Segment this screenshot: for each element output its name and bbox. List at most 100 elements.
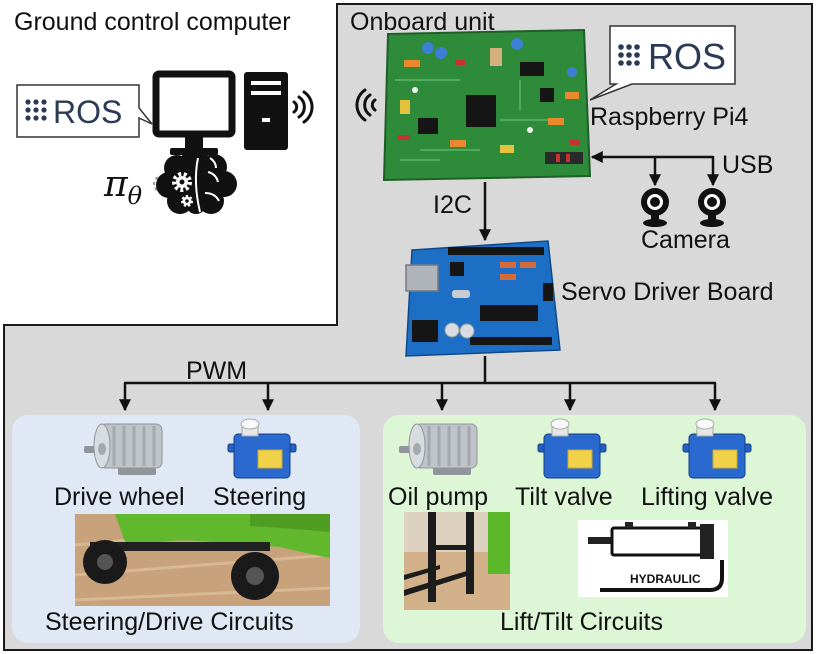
tower-drive-bay [251,81,281,85]
fork [404,565,440,580]
pcb-led [527,127,533,133]
pcb-resistor [398,135,410,140]
connection-lines [119,151,721,412]
lifting-valve-label: Lifting valve [641,483,774,511]
dc-motor-icon [399,423,478,475]
wireless-signal-icon [355,88,377,122]
icsp-header [543,283,553,301]
gear-small-hub [185,199,189,203]
tower-power-light [262,118,270,122]
policy-symbol-theta: θ [128,182,143,210]
pwm-label: PWM [186,357,248,385]
servo-driver-label: Servo Driver Board [561,278,774,306]
pcb-resistor [455,60,465,65]
webcam-neck [708,215,716,222]
pin-header-top [448,247,544,255]
driver-chip [450,262,464,276]
pcb-component [500,145,514,153]
servo-driver-board-icon [405,240,561,357]
pcb-electrolytic-cap [567,67,577,77]
pcb-component [490,48,502,66]
hydraulic-hose [600,560,724,592]
monitor-icon [152,70,236,155]
webcam-icon [641,188,669,227]
pcb-connector-pin [556,154,560,162]
webcam-base [643,219,667,227]
wheel-hub [97,554,113,570]
ros-logo-text: ROS [53,94,122,130]
motor-ribs [112,426,156,466]
servo-label [712,449,738,469]
driver-pcb [405,240,561,357]
power-jack [412,320,438,342]
pcb-chip [540,88,554,102]
pcb-component [400,100,410,114]
raspberry-pi-board-icon [382,28,592,182]
pcb-chip [520,62,544,76]
onboard-unit-title: Onboard unit [350,8,495,36]
policy-symbol-pi: π [103,164,129,205]
pcb-connector-pin [566,154,570,162]
driver-main-chip [480,305,538,321]
pcb-led [412,87,418,93]
wireless-signal-icon [292,90,314,124]
webcam-base [700,219,724,227]
webcam-lens [650,197,660,207]
camera-label: Camera [641,226,730,254]
mast-crossbar [428,545,474,550]
pcb-electrolytic-cap [511,38,523,50]
motor-hub [413,443,421,455]
i2c-label: I2C [433,191,472,219]
fork [404,570,470,596]
forklift-green-part [488,512,510,574]
pcb-capacitor [548,118,564,125]
usb-connector [405,264,439,292]
pin-header-bottom [470,337,552,345]
servo-motor-icon [682,418,752,479]
driver-crystal [452,290,470,298]
pcb-chip [418,118,438,134]
pcb-electrolytic-cap [422,42,434,54]
webcam-neck [651,215,659,222]
forklift-body-shade [250,514,330,532]
ros-logo-dots-icon [618,44,640,66]
servo-motor-icon [227,418,297,479]
usb-label: USB [722,151,774,179]
dc-motor-icon [84,423,163,475]
pcb-resistor [570,140,580,145]
mast-rail [428,512,436,602]
webcam-icon [698,188,726,227]
pcb-connector [545,152,583,164]
brain-divider [194,157,201,213]
forklift-mast-photo [404,512,510,610]
monitor-screen [152,70,236,138]
forklift-chassis [90,542,270,551]
hydraulic-cylinder-image: HYDRAULIC [578,520,728,597]
cylinder-port [625,522,633,528]
ros-speech-bubble [589,25,736,101]
cylinder-body [610,526,706,557]
raspberry-pi-label: Raspberry Pi4 [590,103,749,131]
driver-capacitor [459,323,475,339]
servo-horn [695,418,715,430]
forklift-drive-photo [75,514,330,606]
pcb-processor-chip [466,95,496,127]
cylinder-rod [588,537,614,544]
brain-folds [204,157,220,202]
servo-horn [550,418,570,430]
motor-ribs [427,426,471,466]
driver-resistor [500,262,516,268]
cylinder-end-cap [700,524,714,559]
pcb-capacitor [404,60,420,67]
driver-resistor [500,274,516,280]
tower-drive-bay [251,91,281,95]
gear-large-teeth [172,172,192,192]
mast-rail [466,512,474,594]
pcb-electrolytic-cap [435,47,447,59]
ros-logo-onboard: ROS [589,25,736,101]
ros-logo-dots-icon [25,99,47,121]
ground-control-title: Ground control computer [14,8,291,36]
brain-gears-icon [153,147,237,214]
steering-label: Steering [213,483,307,511]
